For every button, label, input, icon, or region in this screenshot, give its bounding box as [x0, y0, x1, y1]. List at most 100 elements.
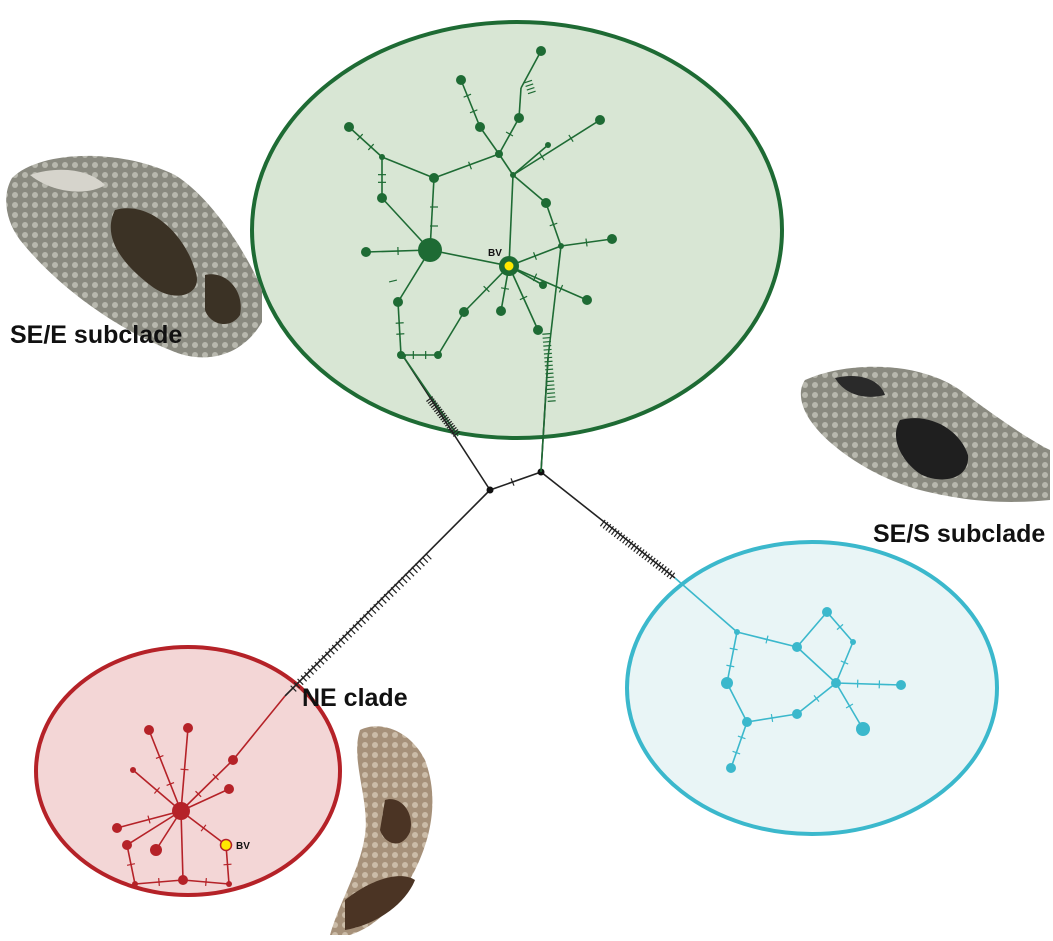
- ne-clade-ellipse: [34, 645, 342, 897]
- mutation-tick: [369, 607, 377, 614]
- mutation-tick: [658, 563, 665, 571]
- mutation-tick: [729, 647, 738, 651]
- mutation-tick: [376, 600, 384, 608]
- mutation-tick: [429, 400, 437, 407]
- bv-sample-marker: [219, 838, 233, 852]
- mutation-tick: [307, 668, 315, 675]
- mutation-tick: [223, 863, 232, 866]
- mutation-tick: [300, 675, 308, 682]
- median-vector-node: [486, 486, 494, 494]
- mutation-tick: [732, 750, 741, 755]
- mutation-tick: [542, 336, 551, 339]
- mutation-tick: [212, 773, 219, 781]
- mutation-tick: [813, 694, 820, 703]
- mutation-tick: [451, 428, 459, 435]
- mutation-tick: [546, 384, 555, 387]
- mutation-tick: [418, 559, 425, 567]
- mutation-tick: [147, 815, 151, 824]
- mutation-tick: [542, 333, 551, 335]
- mutation-tick: [435, 408, 443, 415]
- mutation-tick: [338, 637, 346, 645]
- mutation-tick: [599, 519, 606, 527]
- mutation-tick: [387, 590, 394, 597]
- mutation-tick: [524, 79, 533, 84]
- mutation-tick: [543, 344, 552, 347]
- mutation-tick: [644, 553, 651, 561]
- mutation-tick: [544, 364, 553, 367]
- mutation-tick: [630, 542, 637, 550]
- mutation-tick: [737, 735, 746, 740]
- mutation-tick: [155, 754, 164, 760]
- mutation-tick: [543, 352, 552, 355]
- mutation-tick: [432, 404, 440, 411]
- mutation-tick: [539, 152, 545, 161]
- mutation-tick: [200, 824, 207, 832]
- se-e-snake-photo: [6, 155, 262, 358]
- haplotype-node-large: [172, 802, 190, 820]
- mutation-tick: [367, 143, 375, 151]
- mutation-tick: [652, 559, 659, 567]
- mutation-tick: [655, 561, 662, 569]
- mutation-tick: [362, 614, 370, 621]
- mutation-tick: [602, 521, 609, 529]
- mutation-tick: [383, 593, 391, 601]
- mutation-tick: [647, 555, 653, 563]
- mutation-tick: [311, 664, 318, 672]
- mutation-tick: [635, 547, 642, 555]
- se-s-haplotypes: [721, 607, 906, 773]
- mutation-tick: [452, 431, 460, 437]
- mutation-tick: [366, 610, 373, 618]
- mutation-tick: [328, 648, 335, 655]
- mutation-tick: [836, 623, 844, 631]
- se-s-snake-photo: [800, 366, 1050, 502]
- mutation-tick: [449, 426, 457, 433]
- mutation-tick: [545, 372, 554, 375]
- mutation-tick: [469, 109, 478, 114]
- mutation-tick: [633, 544, 640, 552]
- mutation-tick: [840, 660, 849, 665]
- mutation-tick: [359, 617, 366, 625]
- mutation-tick: [666, 570, 673, 578]
- mutation-tick: [585, 238, 588, 247]
- haplotype-node-large: [418, 238, 442, 262]
- mutation-tick: [126, 863, 136, 866]
- se-s-subclade-label: SE/S subclade: [873, 520, 1045, 548]
- mutation-tick: [845, 703, 854, 709]
- mutation-tick: [663, 568, 670, 576]
- mutation-tick: [468, 161, 472, 170]
- mutation-tick: [443, 418, 451, 425]
- mutation-tick: [568, 134, 574, 143]
- mutation-tick: [166, 781, 175, 787]
- bv-label-red: BV: [236, 841, 250, 852]
- mutation-tick: [153, 787, 161, 794]
- mutation-tick: [627, 540, 634, 548]
- mutation-tick: [622, 536, 628, 544]
- mutation-tick: [616, 532, 623, 540]
- mutation-tick: [669, 572, 676, 580]
- mutation-tick: [437, 410, 445, 417]
- mutation-tick: [394, 583, 401, 591]
- mutation-tick: [427, 398, 435, 405]
- mutation-tick: [433, 406, 442, 413]
- mutation-tick: [404, 573, 411, 581]
- mutation-tick: [380, 597, 387, 604]
- mutation-tick: [533, 252, 537, 260]
- mutation-tick: [545, 376, 554, 379]
- mutation-tick: [304, 671, 311, 679]
- mutation-tick: [525, 83, 534, 88]
- mutation-tick: [158, 877, 160, 887]
- mutation-tick: [519, 295, 528, 301]
- mutation-tick: [407, 570, 415, 577]
- bv-label-green: BV: [488, 248, 502, 259]
- mutation-tick: [441, 416, 449, 423]
- mutation-tick: [390, 587, 398, 594]
- mutation-tick: [544, 356, 553, 359]
- mutation-tick: [532, 273, 538, 282]
- mutation-tick: [314, 661, 321, 669]
- mutation-tick: [352, 624, 360, 631]
- mutation-tick: [610, 528, 617, 536]
- mutation-tick: [770, 713, 774, 723]
- mutation-tick: [401, 576, 408, 584]
